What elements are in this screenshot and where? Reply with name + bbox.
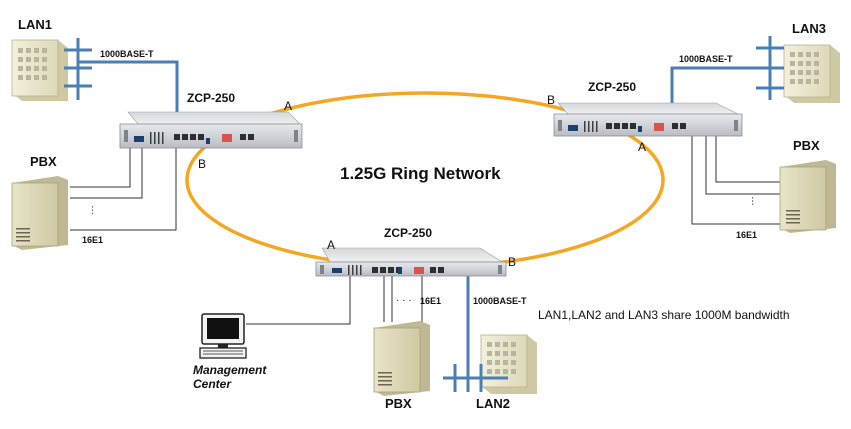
pbx-right-icon <box>779 160 836 233</box>
lan3-ethernet-bus <box>670 36 784 103</box>
lan3-building <box>783 44 840 103</box>
device-left-name: ZCP-250 <box>187 91 235 105</box>
e1-right-label: 16E1 <box>736 230 757 240</box>
computer-icon <box>199 313 247 359</box>
pbx-right-label: PBX <box>793 138 820 153</box>
e1-ellipsis-right: … <box>749 196 760 206</box>
e1-ellipsis-bottom: · · · <box>396 295 412 306</box>
zcp-250-bottom-device <box>315 247 507 277</box>
device-left-port-b: B <box>198 157 206 171</box>
lan1-ethernet-bus <box>64 38 179 125</box>
e1-lines-left <box>70 148 177 231</box>
lan1-building <box>11 39 68 101</box>
ring-title: 1.25G Ring Network <box>340 164 501 183</box>
e1-ellipsis-left: … <box>89 205 100 215</box>
e1-bottom-label: 16E1 <box>420 296 441 306</box>
management-center-line1: Management <box>193 363 267 377</box>
device-right-port-a: A <box>638 140 646 154</box>
pbx-left-icon <box>11 176 68 250</box>
lan1-label: LAN1 <box>18 17 52 32</box>
lan1-speed-label: 1000BASE-T <box>100 49 154 59</box>
lan2-speed-label: 1000BASE-T <box>473 296 527 306</box>
pbx-bottom-icon <box>373 321 430 396</box>
lan3-label: LAN3 <box>792 21 826 36</box>
device-bottom-name: ZCP-250 <box>384 226 432 240</box>
lan2-ethernet-bus <box>443 276 508 392</box>
pbx-bottom-label: PBX <box>385 396 412 411</box>
lan2-building <box>480 334 537 394</box>
device-right-port-b: B <box>547 93 555 107</box>
e1-left-label: 16E1 <box>82 235 103 245</box>
lan3-speed-label: 1000BASE-T <box>679 54 733 64</box>
device-right-name: ZCP-250 <box>588 80 636 94</box>
e1-lines-bottom <box>383 276 423 322</box>
management-center-line2: Center <box>193 377 232 391</box>
pbx-left-label: PBX <box>30 154 57 169</box>
zcp-250-right-device <box>553 102 743 137</box>
device-bottom-port-b: B <box>508 255 516 269</box>
bandwidth-note: LAN1,LAN2 and LAN3 share 1000M bandwidth <box>538 308 790 322</box>
device-bottom-port-a: A <box>327 238 335 252</box>
e1-lines-right <box>691 134 780 225</box>
zcp-250-left-device <box>119 111 303 149</box>
lan2-label: LAN2 <box>476 396 510 411</box>
device-left-port-a: A <box>284 99 292 113</box>
management-line <box>246 276 351 325</box>
